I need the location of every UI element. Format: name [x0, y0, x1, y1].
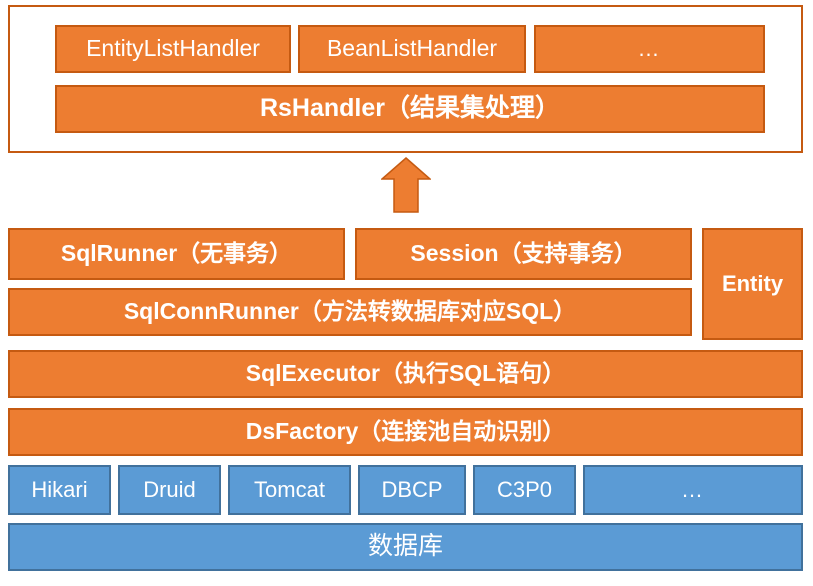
pool-box-dbcp[interactable]: DBCP: [358, 465, 466, 515]
entity-box[interactable]: Entity: [702, 228, 803, 340]
ds-factory-bar[interactable]: DsFactory（连接池自动识别）: [8, 408, 803, 456]
handler-box-more[interactable]: …: [534, 25, 765, 73]
sql-executor-bar[interactable]: SqlExecutor（执行SQL语句）: [8, 350, 803, 398]
sql-executor-label: SqlExecutor（执行SQL语句）: [245, 360, 566, 387]
session-label: Session（支持事务）: [410, 240, 637, 267]
handler-box-entity-list-handler[interactable]: EntityListHandler: [55, 25, 291, 73]
handler-label: BeanListHandler: [326, 35, 498, 62]
entity-label: Entity: [721, 270, 784, 296]
sql-runner-label: SqlRunner（无事务）: [60, 240, 293, 267]
sql-conn-runner-bar[interactable]: SqlConnRunner（方法转数据库对应SQL）: [8, 288, 692, 336]
session-box[interactable]: Session（支持事务）: [355, 228, 692, 280]
ds-factory-label: DsFactory（连接池自动识别）: [245, 418, 566, 445]
rs-handler-group: EntityListHandler BeanListHandler … RsHa…: [8, 5, 803, 153]
handler-label: EntityListHandler: [86, 35, 260, 62]
database-bar[interactable]: 数据库: [8, 523, 803, 571]
rs-handler-bar[interactable]: RsHandler（结果集处理）: [55, 85, 765, 133]
pool-box-druid[interactable]: Druid: [118, 465, 221, 515]
pool-box-more[interactable]: …: [583, 465, 803, 515]
up-arrow-icon: [380, 157, 432, 213]
pool-box-hikari[interactable]: Hikari: [8, 465, 111, 515]
handler-label: …: [637, 35, 662, 61]
sql-runner-box[interactable]: SqlRunner（无事务）: [8, 228, 345, 280]
pool-label: …: [681, 476, 705, 502]
pool-label: Druid: [143, 476, 196, 502]
pool-label: C3P0: [496, 476, 553, 502]
pool-label: Tomcat: [254, 476, 325, 502]
handler-box-bean-list-handler[interactable]: BeanListHandler: [298, 25, 526, 73]
pool-label: DBCP: [381, 476, 443, 502]
database-label: 数据库: [367, 532, 443, 561]
pool-label: Hikari: [31, 476, 88, 502]
sql-conn-runner-label: SqlConnRunner（方法转数据库对应SQL）: [123, 298, 577, 325]
rs-handler-label: RsHandler（结果集处理）: [259, 94, 561, 123]
pool-box-c3p0[interactable]: C3P0: [473, 465, 576, 515]
pool-box-tomcat[interactable]: Tomcat: [228, 465, 351, 515]
